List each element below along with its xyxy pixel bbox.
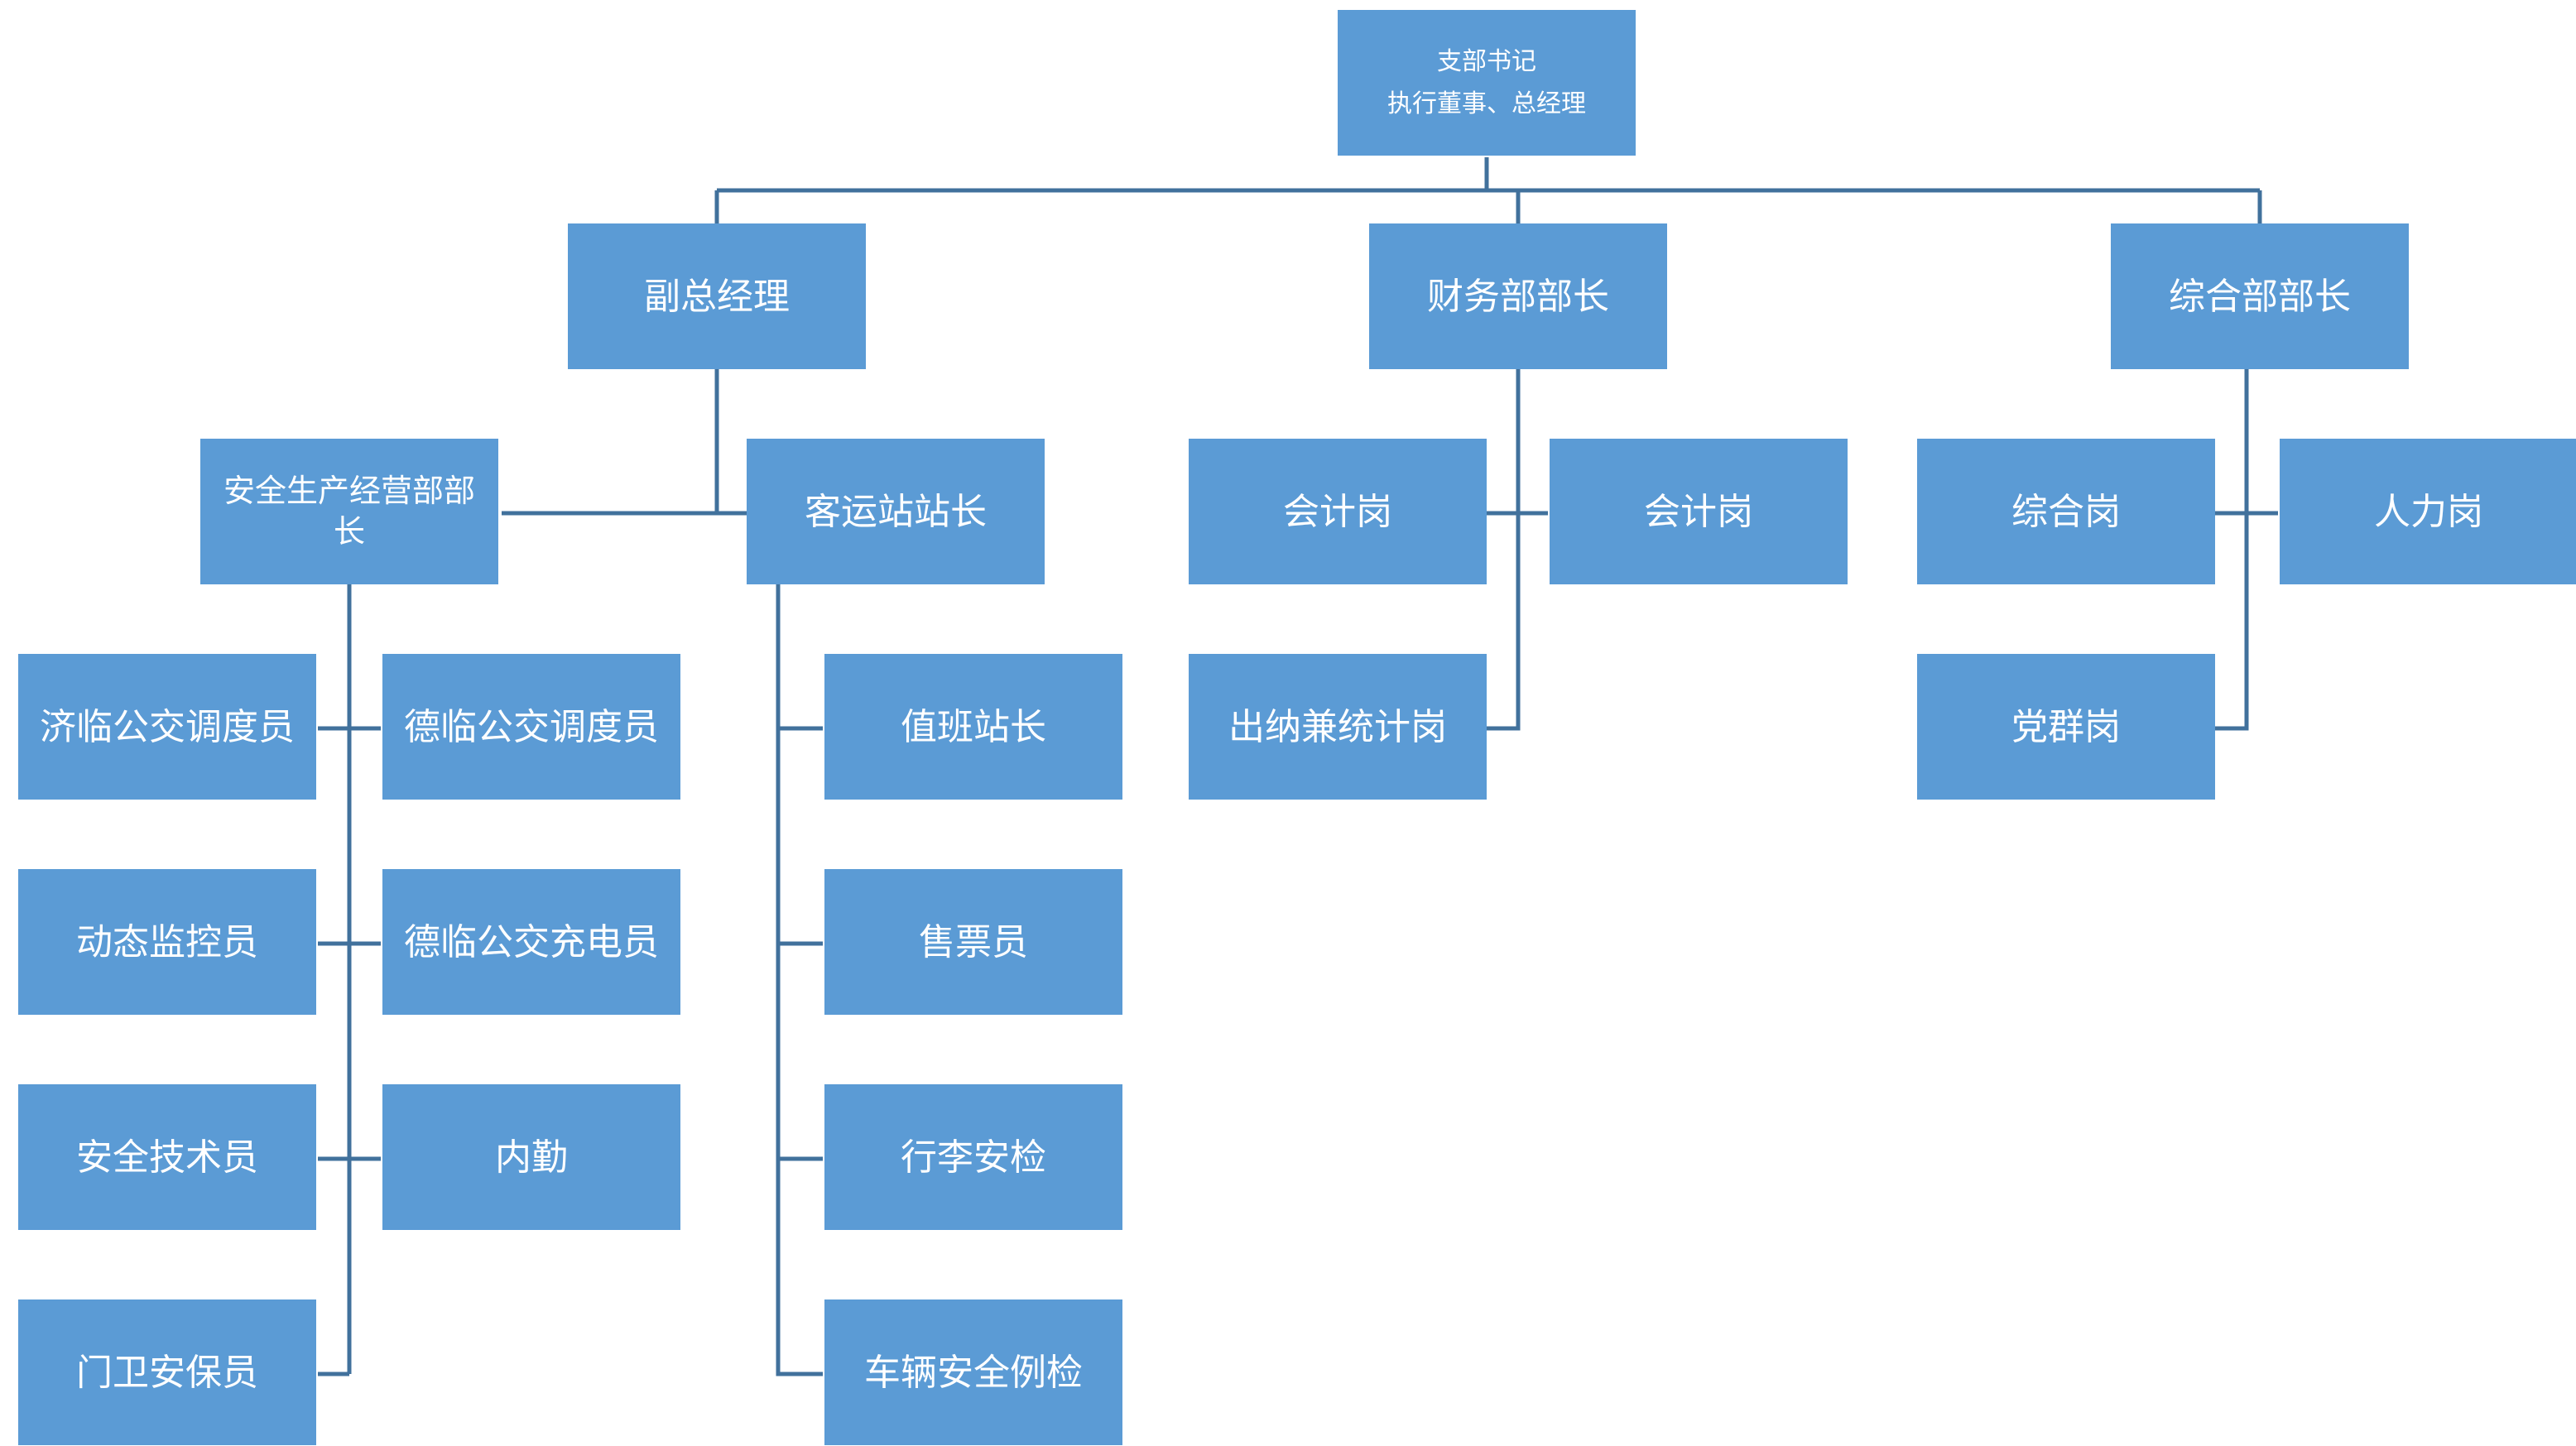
node-dynamic-monitor: 动态监控员 <box>18 869 316 1015</box>
node-party-secretary-line1: 支部书记 <box>1437 47 1536 76</box>
node-finance-head: 财务部部长 <box>1369 223 1667 369</box>
node-general-head: 综合部部长 <box>2111 223 2409 369</box>
node-safety-tech: 安全技术员 <box>18 1084 316 1230</box>
node-duty-master: 值班站长 <box>824 654 1122 800</box>
node-accountant-1: 会计岗 <box>1189 439 1487 584</box>
node-ticket-seller: 售票员 <box>824 869 1122 1015</box>
node-de-dispatcher: 德临公交调度员 <box>382 654 680 800</box>
node-safety-head: 安全生产经营部部长 <box>200 439 498 584</box>
node-party-secretary: 支部书记 执行董事、总经理 <box>1338 10 1636 156</box>
node-de-charger: 德临公交充电员 <box>382 869 680 1015</box>
node-party-post: 党群岗 <box>1917 654 2215 800</box>
node-accountant-2: 会计岗 <box>1550 439 1848 584</box>
node-office-staff: 内勤 <box>382 1084 680 1230</box>
node-luggage-check: 行李安检 <box>824 1084 1122 1230</box>
node-party-secretary-line2: 执行董事、总经理 <box>1387 89 1586 118</box>
node-hr-post: 人力岗 <box>2280 439 2576 584</box>
node-vehicle-check: 车辆安全例检 <box>824 1299 1122 1445</box>
node-deputy-gm: 副总经理 <box>568 223 866 369</box>
node-station-master: 客运站站长 <box>747 439 1045 584</box>
node-general-post: 综合岗 <box>1917 439 2215 584</box>
node-ji-dispatcher: 济临公交调度员 <box>18 654 316 800</box>
node-gate-guard: 门卫安保员 <box>18 1299 316 1445</box>
node-cashier-stats: 出纳兼统计岗 <box>1189 654 1487 800</box>
